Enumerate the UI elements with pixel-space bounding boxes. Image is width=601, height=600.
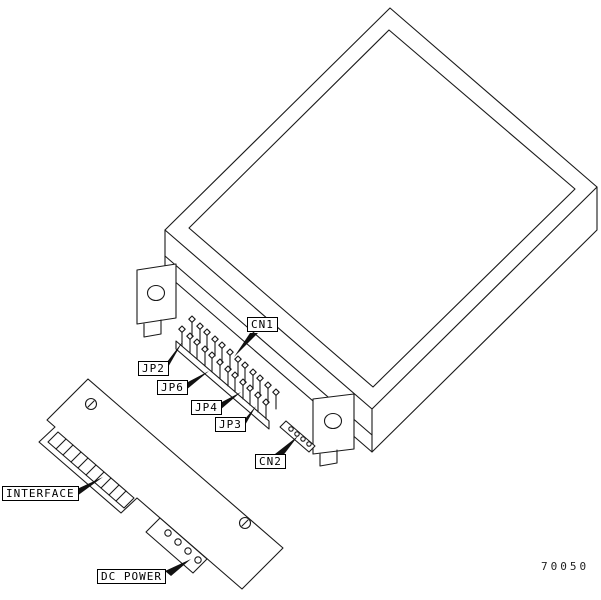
screw-hole-top xyxy=(84,397,98,411)
callout-label-jp3: JP3 xyxy=(215,417,246,432)
leader-line-cn1 xyxy=(234,333,258,357)
cn2-pin xyxy=(306,441,312,447)
dc-power-pin xyxy=(184,547,192,555)
enclosure-silhouette xyxy=(164,7,598,453)
ear-left-body xyxy=(136,263,177,325)
ear-right-hole xyxy=(323,412,343,430)
cn2-pin xyxy=(294,431,300,437)
header-pin xyxy=(272,388,280,410)
leader-lines xyxy=(77,333,298,576)
header-pin xyxy=(246,384,254,406)
dc-power-pin xyxy=(164,529,172,537)
interface-board xyxy=(38,378,284,590)
ear-right-tab xyxy=(319,449,338,467)
header-pin xyxy=(216,358,224,380)
leader-line-jp2 xyxy=(167,341,183,369)
callout-label-cn1: CN1 xyxy=(247,317,278,332)
card-edge-fingers xyxy=(55,438,127,502)
header-pin xyxy=(224,365,232,387)
leader-line-interface xyxy=(77,477,103,496)
callout-label-jp6: JP6 xyxy=(157,380,188,395)
callout-label-dc-power: DC POWER xyxy=(97,569,166,584)
callout-label-interface: INTERFACE xyxy=(2,486,79,501)
header-pin xyxy=(178,325,186,347)
enclosure-lid-inset xyxy=(188,29,576,388)
cn2-pin xyxy=(300,436,306,442)
header-pin xyxy=(231,371,239,393)
enclosure-top-edges xyxy=(164,186,598,453)
ear-left-tab xyxy=(143,319,162,338)
leader-line-jp6 xyxy=(186,371,209,390)
dc-power-pin xyxy=(174,538,182,546)
dc-power-body xyxy=(145,517,208,574)
dc-power-connector xyxy=(145,517,208,574)
card-edge-connector-outline xyxy=(47,431,135,509)
mounting-ear-right xyxy=(312,393,355,467)
callout-label-jp4: JP4 xyxy=(191,400,222,415)
ear-right-body xyxy=(312,393,355,455)
callout-label-jp2: JP2 xyxy=(138,361,169,376)
callout-label-cn2: CN2 xyxy=(255,454,286,469)
cn2-pin xyxy=(288,426,294,432)
screw-hole-bottom xyxy=(238,516,252,530)
header-pin xyxy=(193,338,201,360)
header-pin xyxy=(186,332,194,354)
leader-line-jp4 xyxy=(220,392,241,410)
mounting-ear-left xyxy=(136,263,177,338)
leader-line-dc-power xyxy=(165,559,191,576)
drive-enclosure xyxy=(164,7,598,453)
ear-left-hole xyxy=(146,284,166,302)
figure-number: 70050 xyxy=(541,560,590,573)
dc-power-pin xyxy=(194,556,202,564)
leader-line-cn2 xyxy=(275,436,298,457)
leader-line-jp3 xyxy=(244,406,256,427)
header-pin xyxy=(201,345,209,367)
header-pin xyxy=(208,351,216,373)
board-outline xyxy=(38,378,284,590)
